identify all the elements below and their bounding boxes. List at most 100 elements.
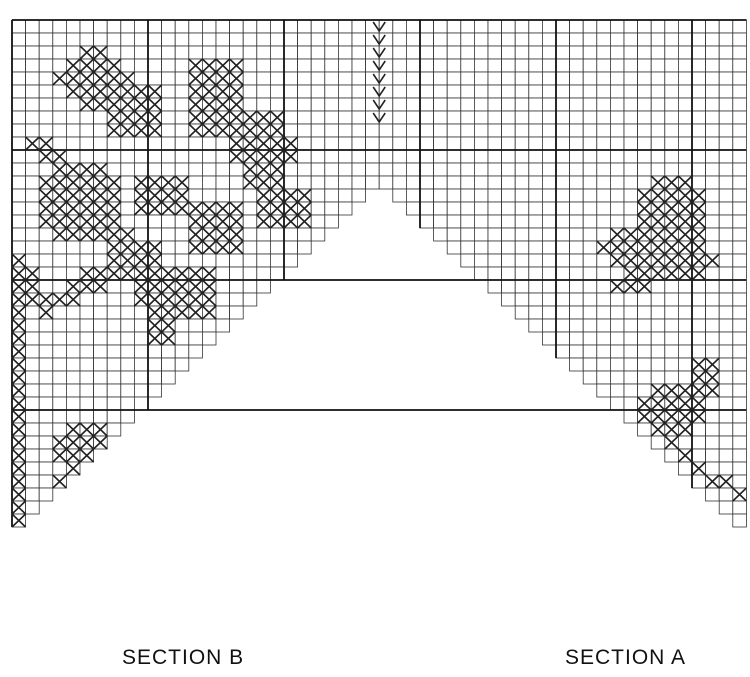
- grid-cell: [120, 409, 135, 424]
- grid-cell: [283, 162, 299, 177]
- cross-stitch-stroke: [93, 435, 108, 450]
- cross-stitch-stroke: [664, 175, 679, 190]
- grid-cell: [514, 201, 530, 216]
- cross-stitch: [650, 214, 666, 229]
- grid-cell: [66, 357, 81, 372]
- cross-stitch-stroke: [11, 448, 27, 463]
- cross-stitch-stroke: [691, 461, 707, 476]
- grid-cell: [718, 279, 734, 294]
- grid-cell: [596, 149, 611, 164]
- cross-stitch: [161, 331, 176, 346]
- cross-stitch: [11, 357, 27, 372]
- grid-cell: [351, 136, 367, 151]
- cross-stitch-stroke: [650, 422, 666, 437]
- cross-stitch-stroke: [664, 227, 679, 242]
- grid-cell: [487, 201, 503, 216]
- grid-cell: [351, 110, 367, 125]
- grid-cell: [25, 461, 40, 476]
- grid-cell: [25, 474, 40, 489]
- grid-cell: [38, 331, 54, 346]
- grid-cell: [501, 214, 516, 229]
- grid-cell: [11, 149, 27, 164]
- cross-stitch-stroke: [25, 266, 40, 281]
- grid-cell: [718, 110, 734, 125]
- grid-cell: [528, 84, 543, 99]
- cross-stitch: [637, 227, 652, 242]
- grid-cell: [542, 162, 557, 177]
- grid-cell: [433, 214, 448, 229]
- cross-stitch: [242, 162, 258, 177]
- cross-stitch-stroke: [161, 331, 176, 346]
- grid-cell: [732, 175, 747, 190]
- grid-cell: [678, 292, 693, 307]
- grid-cell: [569, 214, 584, 229]
- cross-stitch-stroke: [147, 240, 163, 255]
- grid-cell: [514, 110, 530, 125]
- cross-stitch-stroke: [147, 279, 163, 294]
- grid-cell: [133, 214, 149, 229]
- cross-stitch: [677, 422, 693, 437]
- cross-stitch: [650, 383, 666, 398]
- cross-stitch-stroke: [79, 422, 95, 437]
- cross-stitch-stroke: [297, 214, 312, 229]
- grid-cell: [555, 305, 571, 320]
- grid-cell: [678, 58, 693, 73]
- cross-stitch: [11, 266, 27, 281]
- grid-cell: [161, 253, 176, 268]
- grid-cell: [310, 149, 326, 164]
- cross-stitch-stroke: [664, 214, 679, 229]
- cross-stitch: [93, 227, 108, 242]
- cross-stitch: [133, 97, 149, 112]
- grid-cell: [542, 201, 557, 216]
- grid-cell: [365, 149, 380, 164]
- grid-cell: [664, 357, 679, 372]
- grid-cell: [732, 305, 747, 320]
- grid-cell: [269, 97, 285, 112]
- cross-stitch-stroke: [637, 409, 652, 424]
- grid-cell: [419, 71, 435, 86]
- cross-stitch: [229, 149, 244, 164]
- grid-cell: [705, 123, 720, 138]
- grid-cell: [283, 84, 299, 99]
- grid-cell: [637, 357, 652, 372]
- grid-cell: [528, 97, 543, 112]
- grid-cell: [147, 136, 163, 151]
- grid-cell: [637, 45, 652, 60]
- cross-stitch-stroke: [11, 396, 27, 411]
- cross-stitch-stroke: [106, 97, 122, 112]
- cross-stitch: [229, 84, 244, 99]
- cross-stitch-stroke: [677, 383, 693, 398]
- grid-cell: [650, 292, 666, 307]
- cross-stitch: [93, 266, 108, 281]
- cross-stitch-stroke: [11, 383, 27, 398]
- grid-cell: [215, 292, 231, 307]
- grid-cell: [555, 162, 571, 177]
- cross-stitch: [650, 227, 666, 242]
- cross-stitch: [93, 175, 108, 190]
- cross-stitch-stroke: [65, 84, 81, 99]
- grid-cell: [718, 370, 734, 385]
- grid-cell: [215, 19, 231, 34]
- cross-stitch: [65, 214, 81, 229]
- grid-cell: [473, 253, 489, 268]
- grid-cell: [732, 71, 747, 86]
- grid-cell: [433, 71, 448, 86]
- cross-stitch-stroke: [93, 188, 108, 203]
- cross-stitch: [242, 175, 258, 190]
- grid-cell: [38, 396, 54, 411]
- grid-cell: [215, 175, 231, 190]
- grid-cell: [52, 318, 67, 333]
- grid-cell: [514, 123, 530, 138]
- grid-cell: [433, 162, 448, 177]
- grid-cell: [678, 435, 693, 450]
- grid-cell: [215, 149, 231, 164]
- grid-cell: [25, 331, 40, 346]
- grid-cell: [718, 240, 734, 255]
- grid-cell: [542, 253, 557, 268]
- cross-stitch: [38, 149, 54, 164]
- cross-stitch-stroke: [65, 162, 81, 177]
- grid-cell: [242, 19, 258, 34]
- cross-stitch: [65, 461, 81, 476]
- cross-stitch: [79, 162, 95, 177]
- grid-cell: [705, 487, 720, 502]
